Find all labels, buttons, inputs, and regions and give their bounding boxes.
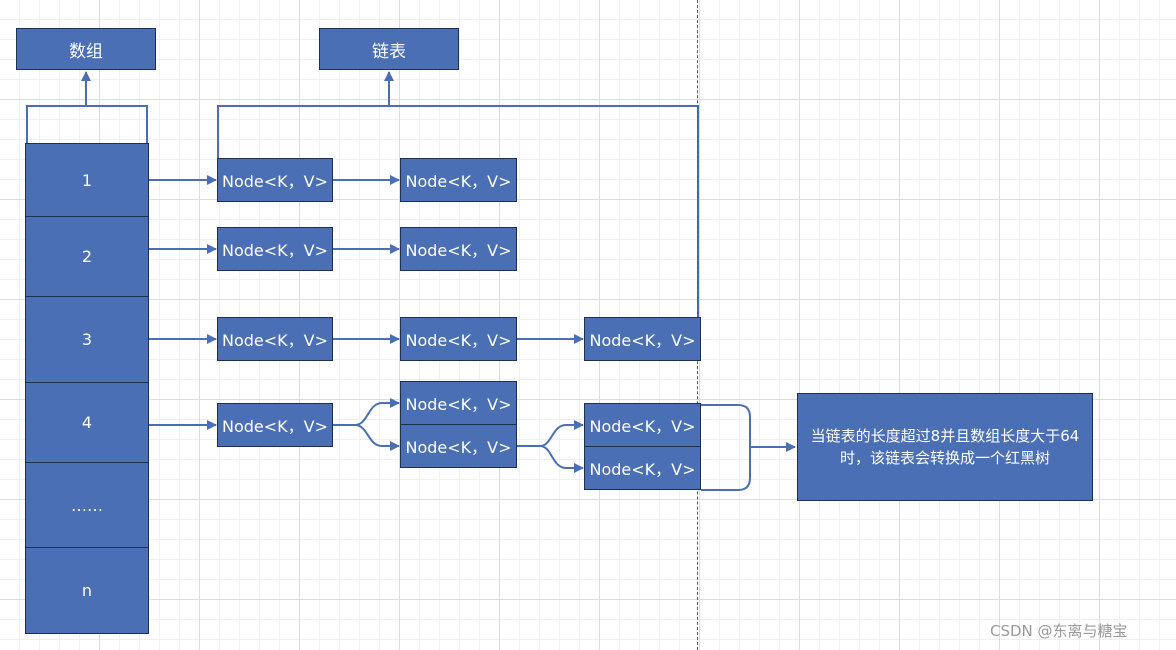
array-cell-label: 4 <box>81 413 93 432</box>
node-box: Node<K，V> <box>217 403 333 447</box>
node-box: Node<K，V> <box>217 317 333 361</box>
branch-upper <box>354 398 400 426</box>
branch2-upper <box>539 420 584 447</box>
array-cell-label: 3 <box>81 330 93 349</box>
node-label: Node<K，V> <box>221 172 328 191</box>
node-box: Node<K，V> <box>217 158 333 202</box>
node-label: Node<K，V> <box>221 241 328 260</box>
list-bracket-connector <box>217 105 699 320</box>
node-box: Node<K，V> <box>584 317 701 361</box>
array-cell: …… <box>25 462 149 548</box>
node-box: Node<K，V> <box>584 446 701 490</box>
array-cell: 3 <box>25 296 149 383</box>
array-cell-label: n <box>81 581 93 600</box>
node-box: Node<K，V> <box>217 227 333 271</box>
watermark: CSDN @东离与糖宝 <box>990 622 1128 640</box>
note-bracket <box>701 404 751 491</box>
array-cell-label: 1 <box>81 170 93 190</box>
array-label: 数组 <box>69 41 103 62</box>
node-box: Node<K，V> <box>400 424 517 468</box>
node-box: Node<K，V> <box>400 381 517 425</box>
array-cell-label: …… <box>71 495 103 515</box>
node-box: Node<K，V> <box>400 317 517 361</box>
node-label: Node<K，V> <box>221 417 328 436</box>
node-label: Node<K，V> <box>405 331 512 350</box>
node-label: Node<K，V> <box>405 395 512 414</box>
linked-list-label: 链表 <box>372 41 406 62</box>
node-label: Node<K，V> <box>589 331 696 350</box>
linked-list-label-box: 链表 <box>319 28 459 70</box>
node-box: Node<K，V> <box>584 403 701 447</box>
array-cell-label: 2 <box>81 247 93 266</box>
node-label: Node<K，V> <box>221 331 328 350</box>
branch-lower <box>354 424 400 451</box>
node-label: Node<K，V> <box>405 241 512 260</box>
array-cell: n <box>25 547 149 634</box>
array-cell: 2 <box>25 216 149 297</box>
array-label-box: 数组 <box>16 28 156 70</box>
node-box: Node<K，V> <box>400 158 517 202</box>
array-cell: 4 <box>25 382 149 463</box>
node-label: Node<K，V> <box>589 417 696 436</box>
node-label: Node<K，V> <box>405 172 512 191</box>
node-box: Node<K，V> <box>400 227 517 271</box>
array-cell: 1 <box>25 143 149 217</box>
array-bracket-connector <box>26 105 148 143</box>
red-black-tree-note: 当链表的长度超过8并且数组长度大于64时，该链表会转换成一个红黑树 <box>797 393 1093 501</box>
branch2-lower <box>539 445 584 473</box>
note-text: 当链表的长度超过8并且数组长度大于64时，该链表会转换成一个红黑树 <box>810 427 1080 467</box>
node-label: Node<K，V> <box>405 438 512 457</box>
node-label: Node<K，V> <box>589 460 696 479</box>
